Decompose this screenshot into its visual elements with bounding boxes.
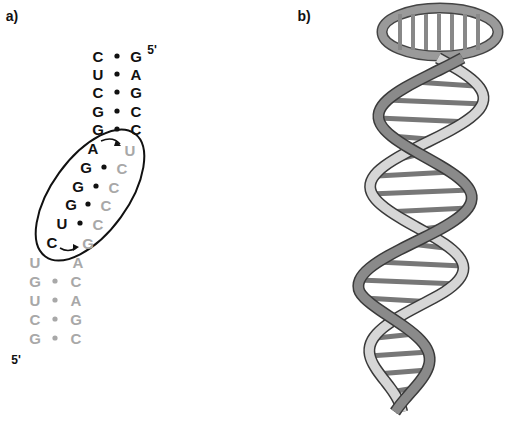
base-pair-bar [476, 14, 480, 50]
pair-dot [114, 126, 119, 131]
base-pair-bar [437, 14, 441, 50]
nucleotide-letter: U [30, 255, 41, 270]
nucleotide-letter: G [82, 236, 94, 251]
pair-dot [52, 335, 57, 340]
nucleotide-letter: C [131, 122, 142, 137]
arrowhead [114, 140, 121, 146]
nucleotide-letter: U [93, 67, 104, 82]
nucleotide-letter: G [29, 331, 41, 346]
backbone-ribbon [358, 58, 471, 412]
base-pair-bar [359, 280, 459, 284]
base-pair-bar [463, 14, 467, 50]
base-pair-bar [387, 100, 484, 104]
nucleotide-letter: G [92, 104, 104, 119]
nucleotide-letter: G [65, 197, 77, 212]
nucleotide-letter: C [47, 235, 58, 250]
pair-dot [85, 201, 90, 206]
nucleotide-letter: G [72, 179, 84, 194]
nucleotide-letter: C [93, 49, 104, 64]
pair-dot [52, 278, 57, 283]
nucleotide-letter: C [93, 217, 104, 232]
base-pair-bar [370, 190, 470, 194]
nucleotide-letter: G [70, 312, 82, 327]
base-pair-bar [424, 14, 428, 50]
base-pair-bar [398, 14, 402, 50]
nucleotide-letter: G [29, 274, 41, 289]
hairpin-ribbon [382, 8, 498, 56]
base-pair-bar [411, 14, 415, 50]
nucleotide-letter: A [88, 141, 99, 156]
nucleotide-letter: U [30, 293, 41, 308]
base-pair-dots [52, 53, 119, 340]
pair-dot [114, 89, 119, 94]
base-pair-bar [377, 172, 451, 176]
base-pair-bar [450, 14, 454, 50]
nucleotide-letter: A [71, 293, 82, 308]
base-pair-bar [378, 262, 463, 266]
nucleotide-letter: G [130, 49, 142, 64]
pair-dot [114, 108, 119, 113]
nucleotide-letter: C [101, 198, 112, 213]
pair-dot [93, 183, 98, 188]
pair-dot [114, 53, 119, 58]
nucleotide-letter: C [71, 331, 82, 346]
strand-end-label: 5' [11, 354, 21, 366]
loop-outline [15, 111, 166, 279]
pair-dot [114, 71, 119, 76]
loop-outline [15, 111, 166, 279]
pair-dot [101, 164, 106, 169]
nucleotide-letter: C [30, 312, 41, 327]
panel-label: b) [297, 9, 310, 23]
nucleotide-letter: G [80, 160, 92, 175]
rna-ribbon-model [358, 8, 498, 412]
nucleotide-letter: C [71, 274, 82, 289]
arrowhead [73, 244, 79, 251]
base-pair-bar [369, 352, 429, 356]
nucleotide-letter: U [57, 216, 68, 231]
pair-dot [52, 316, 57, 321]
nucleotide-letter: G [92, 122, 104, 137]
pair-dot [52, 297, 57, 302]
nucleotide-letter: C [131, 104, 142, 119]
nucleotide-letter: U [125, 143, 136, 158]
nucleotide-letter: A [131, 67, 142, 82]
nucleotide-letter: G [130, 85, 142, 100]
hairpin-ribbon [382, 8, 498, 56]
pair-dot [77, 220, 82, 225]
nucleotide-letter: C [93, 85, 104, 100]
nucleotide-letter: C [109, 180, 120, 195]
panel-label: a) [6, 9, 18, 23]
nucleotide-letter: C [117, 161, 128, 176]
strand-end-label: 5' [147, 44, 157, 56]
nucleotide-letter: A [73, 255, 84, 270]
backbone-ribbon [358, 58, 471, 412]
